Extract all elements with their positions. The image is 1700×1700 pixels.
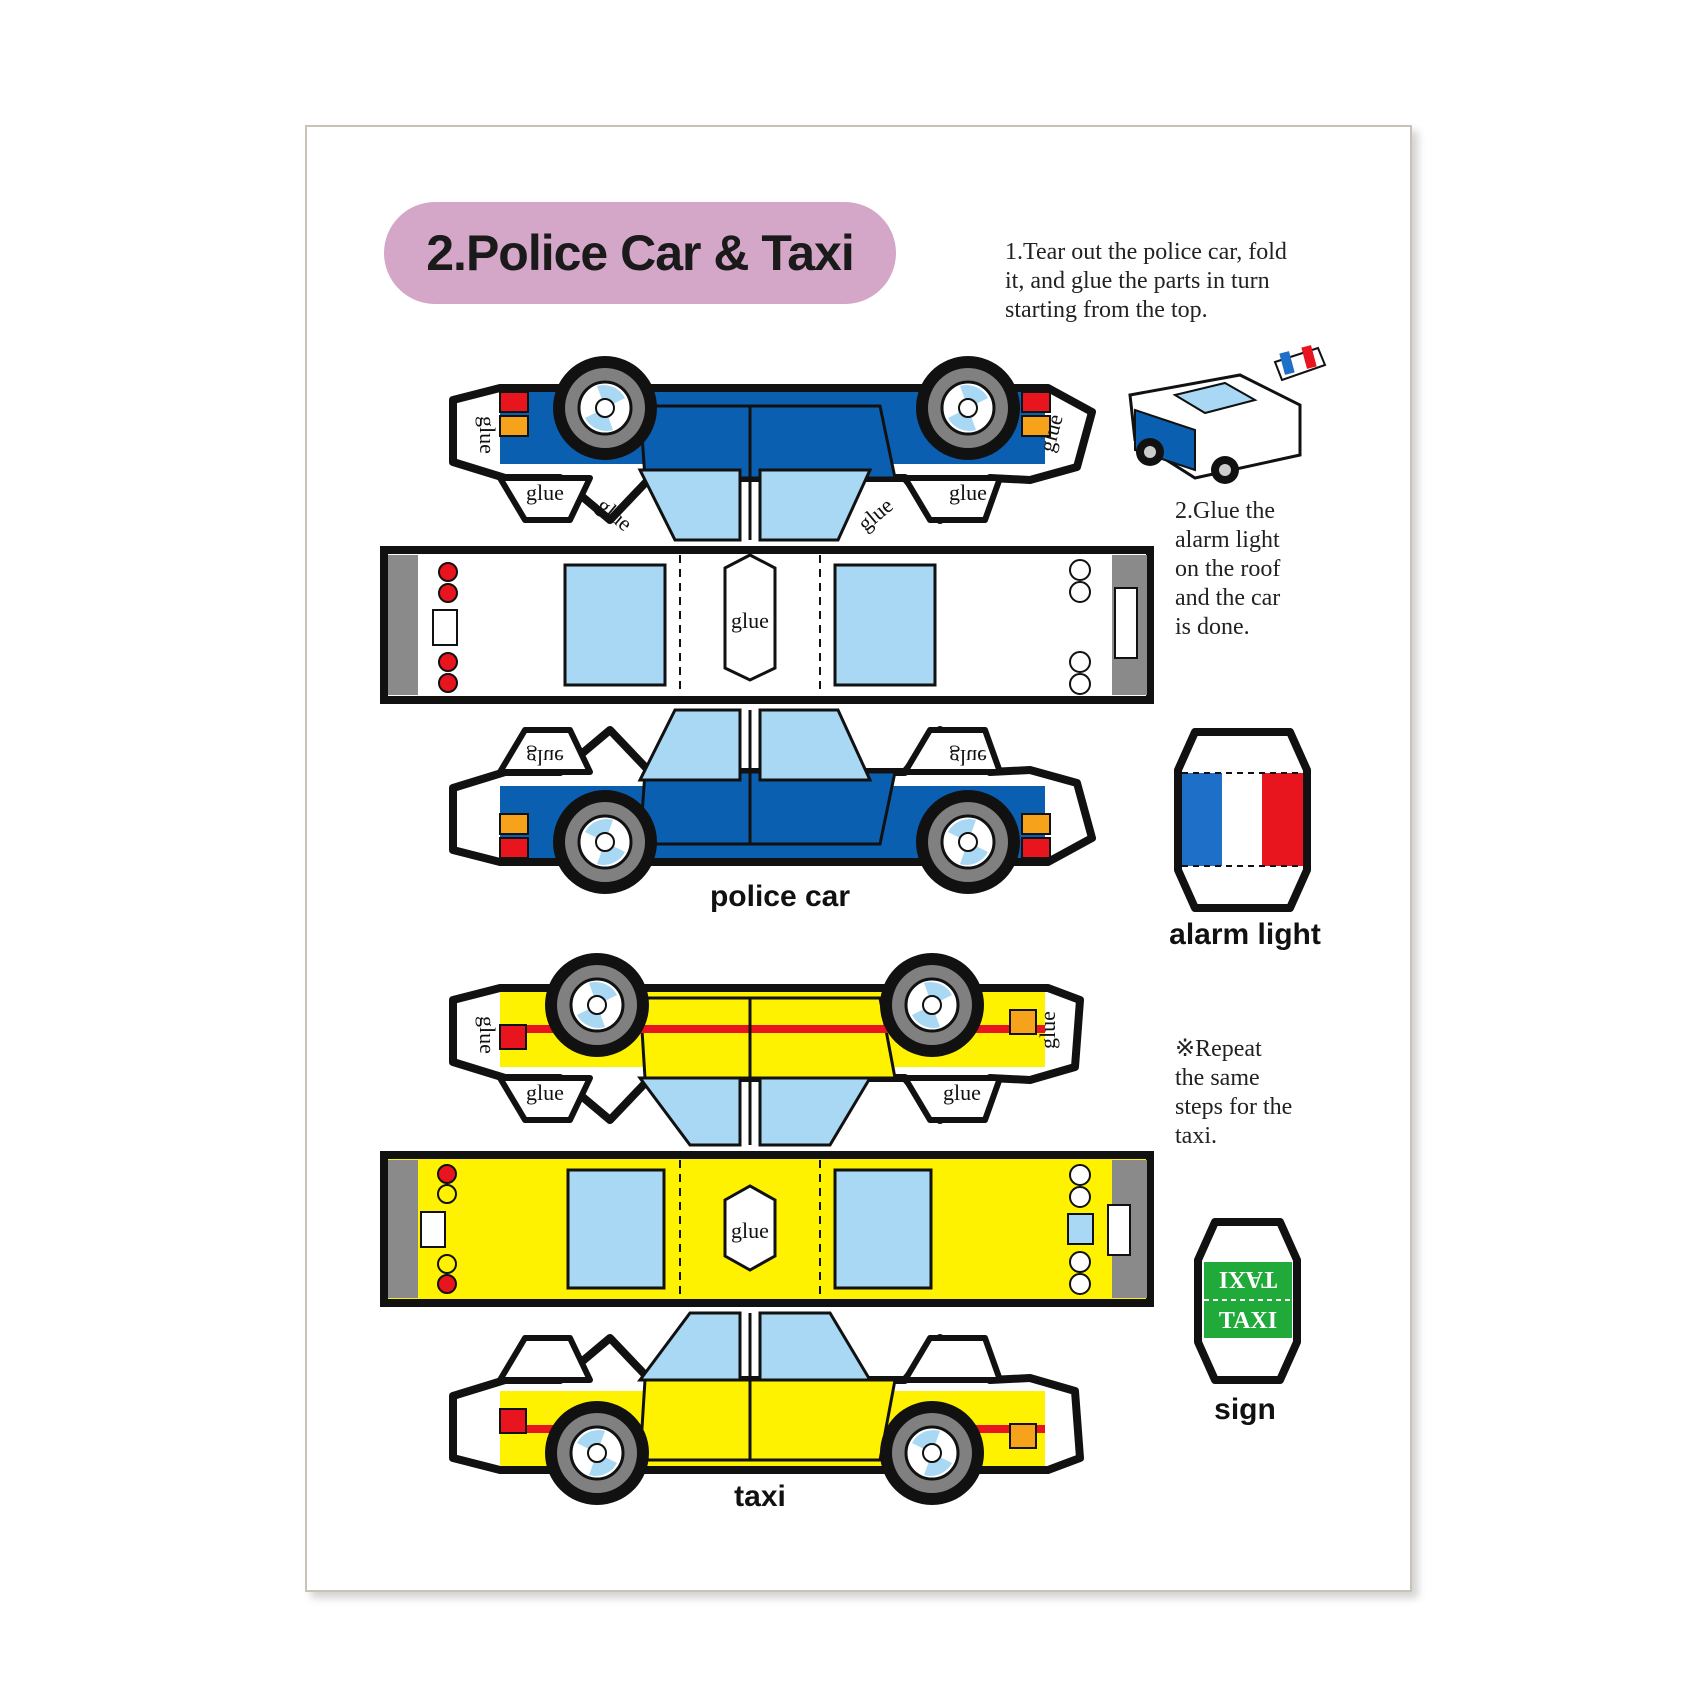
sign-text-flipped: TAXI (1219, 1266, 1277, 1292)
glue-tab-label: glue (526, 1080, 564, 1105)
police-roof-strip: glue (380, 546, 1154, 704)
glue-tab-label: glue (475, 1016, 500, 1054)
glue-tab-label: glue (1035, 1011, 1060, 1049)
glue-tab-label: glue (949, 745, 987, 770)
alarm-light-label: alarm light (1169, 918, 1321, 951)
alarm-light-part (1174, 728, 1311, 912)
taxi-sign-part: TAXI TAXI (1194, 1218, 1301, 1384)
instruction-step1: 1.Tear out the police car, fold it, and … (1005, 239, 1287, 323)
glue-tab-label: glue (943, 1080, 981, 1105)
glue-tab-label: glue (949, 480, 987, 505)
glue-tab-label: glue (475, 416, 500, 454)
sign-label: sign (1214, 1393, 1276, 1426)
police-car-label: police car (709, 880, 851, 913)
sign-text: TAXI (1219, 1308, 1277, 1334)
taxi-roof-strip: glue (380, 1151, 1154, 1307)
glue-tab-label: glue (731, 1218, 769, 1243)
glue-tab-label: glue (526, 480, 564, 505)
page-title: 2.Police Car & Taxi (426, 225, 854, 281)
police-side-panel-top: glue glue glue glue glue glue (449, 354, 1096, 542)
taxi-side-panel-top: glue glue glue glue (449, 951, 1084, 1147)
taxi-label: taxi (734, 1480, 786, 1513)
instruction-repeat: ※Repeat the same steps for the taxi. (1175, 1036, 1293, 1149)
title-banner: 2.Police Car & Taxi (384, 202, 896, 304)
glue-tab-label: glue (853, 493, 898, 537)
glue-tab-label: glue (731, 608, 769, 633)
instruction-step2: 2.Glue the alarm light on the roof and t… (1175, 498, 1281, 640)
taxi-side-panel-bottom (449, 1311, 1084, 1507)
glue-tab-label: glue (526, 745, 564, 770)
police-side-panel-bottom: glue glue (449, 708, 1096, 896)
assembled-police-car-illustration (1128, 345, 1327, 484)
